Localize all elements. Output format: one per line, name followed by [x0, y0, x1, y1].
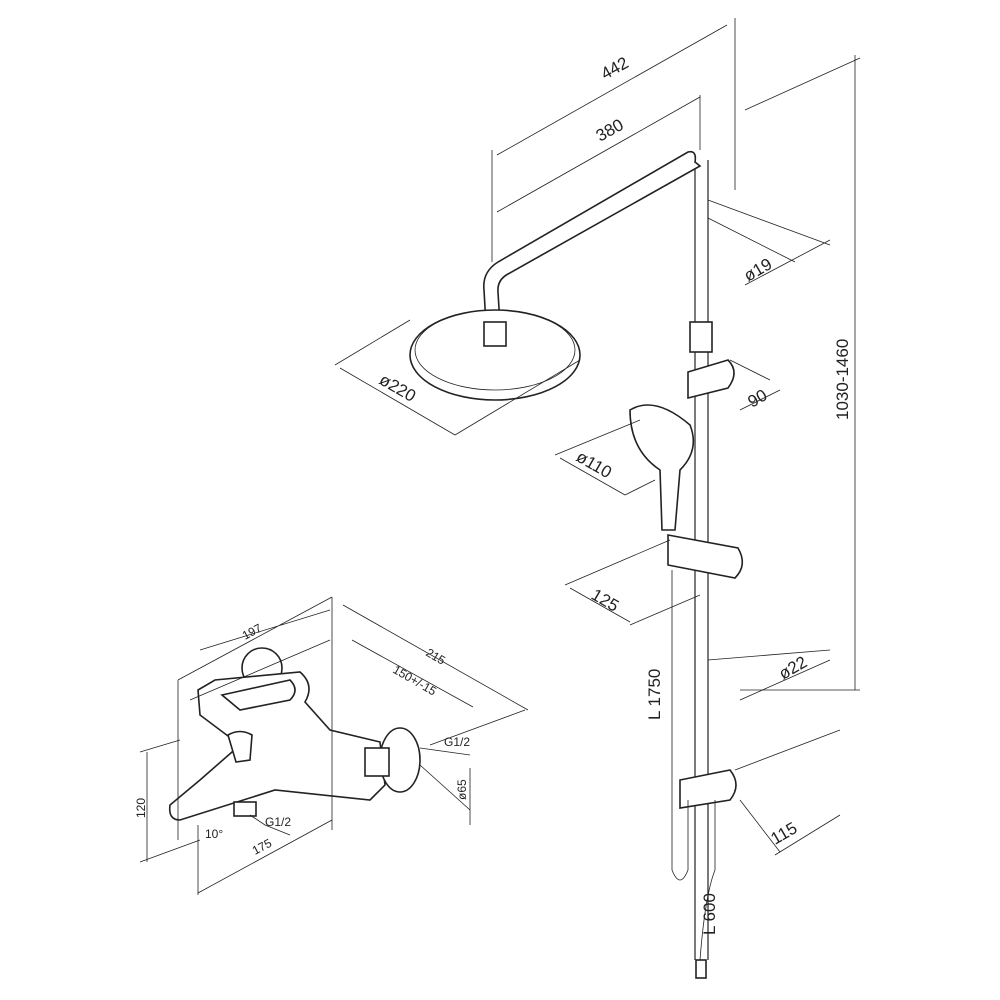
head-connector [483, 321, 507, 347]
dim-442: 442 [598, 53, 632, 83]
rail-top-cap [689, 321, 713, 353]
bottom-outlet [233, 801, 257, 817]
dim-175: 175 [250, 836, 275, 858]
shower-arm [482, 150, 702, 326]
dim-125: 125 [588, 585, 622, 616]
dim-10deg: 10° [205, 827, 223, 841]
dim-o19: ø19 [741, 254, 776, 285]
hand-shower [629, 404, 695, 531]
dim-120: 120 [134, 798, 148, 818]
eccentric-nut [364, 747, 390, 777]
shower-dimensions: 442 380 ø19 1030-1460 ø220 90 ø110 125 ø… [334, 18, 861, 935]
dim-o220: ø220 [376, 370, 419, 406]
hand-shower-holder [667, 534, 744, 579]
dim-90: 90 [745, 386, 771, 412]
bath-mixer [168, 647, 421, 821]
hose-connector [695, 959, 707, 979]
dim-150: 150+/-15 [391, 662, 440, 698]
mixer-dimensions: 197 215 150+/-15 G1/2 ø65 120 10° G1/2 1… [134, 596, 529, 895]
dim-l1750: L 1750 [645, 669, 664, 720]
dim-197: 197 [240, 621, 265, 643]
dim-g12-inlet: G1/2 [444, 735, 470, 749]
dim-115: 115 [768, 818, 801, 848]
dim-215: 215 [424, 645, 449, 667]
hose [671, 570, 716, 961]
dim-1030-1460: 1030-1460 [833, 339, 852, 420]
upper-slider [687, 359, 735, 400]
dim-o65: ø65 [455, 779, 469, 800]
shower-column [409, 150, 744, 979]
lower-slider [679, 769, 737, 809]
dim-o22: ø22 [776, 652, 811, 683]
diverter-knob [227, 730, 253, 763]
lever [220, 679, 296, 711]
mixer-body [168, 671, 386, 821]
dim-g12-outlet: G1/2 [265, 815, 291, 829]
dim-l600: L 600 [700, 893, 719, 935]
